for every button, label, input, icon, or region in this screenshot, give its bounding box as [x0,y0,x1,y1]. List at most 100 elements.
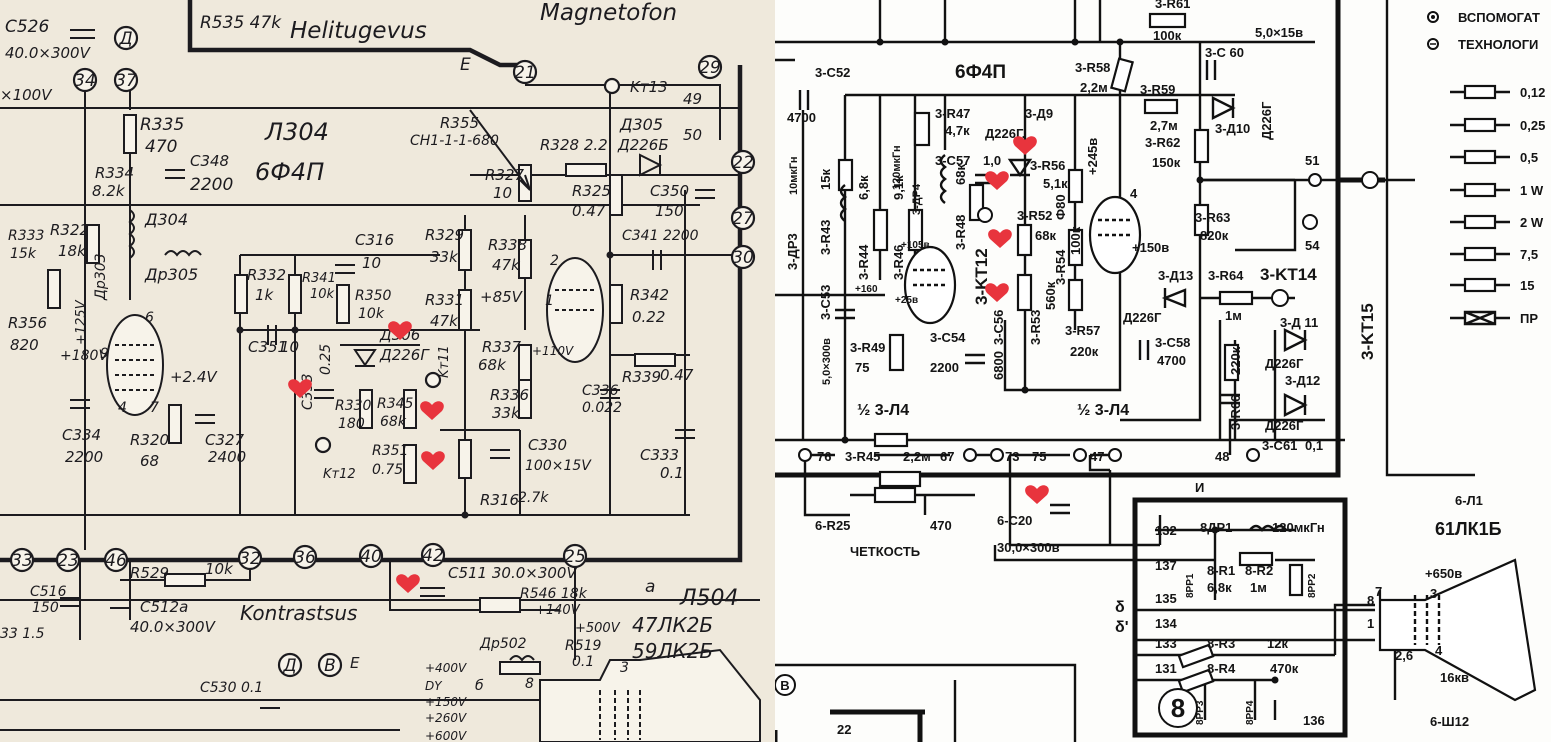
label-r337-val: 68k [478,356,507,374]
label-kt12: 3-KT12 [972,248,991,305]
r529-body [164,573,206,587]
label-kt13: Kт13 [630,78,668,96]
wire-21-right [525,84,721,140]
r342-body [609,284,623,324]
label-r63: 3-R63 [1195,210,1230,225]
wire-top-verticals [878,0,1102,42]
label-r330: R330 [335,398,372,414]
label-d305-val: Д226Б [617,136,669,154]
node-b-bottom [317,652,343,678]
node-29-label: 29 [699,58,721,78]
label-140v: +140V [535,603,581,618]
label-r336-val: 33k [492,404,521,422]
label-c530: C530 0.1 [200,680,263,696]
node-kt12 [314,436,332,454]
label-134: 134 [1155,616,1177,631]
label-r345: R345 [377,396,414,412]
label-r320-val: 68 [140,452,159,470]
label-c327: C327 [205,431,245,449]
label-kt11: Kт11 [437,345,452,378]
r44-body [872,208,889,252]
junction-dot [291,326,299,334]
label-d10: 3-Д10 [1215,121,1250,136]
label-i: И [1195,480,1204,495]
label-r47-val: 4,7к [945,123,970,138]
node-25 [562,543,588,569]
label-d12: 3-Д12 [1285,373,1320,388]
label-crt-pin1: 1 [1367,616,1374,631]
d305-symbol [639,153,663,177]
label-r48-val: 68к [953,164,968,185]
label-pin7: 7 [150,400,159,416]
label-r316-val: 2.7k [518,490,549,506]
label-137: 137 [1155,558,1177,573]
label-260v: +260V [425,711,467,725]
label-r25-val: 470 [930,518,952,533]
r328-body [565,163,607,177]
label-136: 136 [1303,713,1325,728]
wire-bottom [953,680,1077,742]
label-r59-val: 2,7м [1150,118,1178,133]
legend-label-1: ТЕХНОЛОГИ [1458,37,1538,52]
label-r33: 33 1.5 [0,626,45,642]
label-150v: +150V [425,695,467,709]
r52-body [1016,223,1033,257]
label-c348-val: 2200 [190,175,233,195]
label-x100v: ×100V [0,86,53,104]
heart-marker [288,379,312,398]
node-30-label: 30 [732,248,754,268]
label-r332-val: 1k [255,286,275,304]
node-42-label: 42 [422,546,444,566]
label-r47: 3-R47 [935,106,970,121]
label-133: 133 [1155,636,1177,651]
c348-symbol [165,169,185,179]
label-pin4: 4 [118,400,127,416]
label-c57: 3-C57 [935,153,970,168]
legend-res-15-icon [1463,277,1497,293]
c336-symbol [600,389,620,399]
label-245v: +245в [1085,138,1100,175]
heart-marker [1013,136,1037,155]
c341-symbol [652,250,662,270]
c327-symbol [195,414,215,424]
label-c333-val: 0.1 [660,464,684,482]
legend-label-2: 0,12 [1520,85,1545,100]
label-r351-val: 0.75 [372,462,403,478]
legend-label-9: ПР [1520,311,1538,326]
c333-symbol [675,429,695,439]
r345-body [403,389,417,429]
d306-symbol [353,349,377,367]
label-d305: Д305 [619,115,663,134]
label-r52: 3-R52 [1017,208,1052,223]
label-pin1: 1 [545,293,554,309]
node-kt13 [603,77,621,95]
node-51 [1308,173,1322,187]
node-kt14 [1271,289,1289,307]
label-l1: 6-Л1 [1455,493,1483,508]
r1-body [1288,563,1304,597]
label-c516: C516 [30,584,67,600]
d13-symbol [1161,288,1187,308]
label-d10-type: Д226Г [1259,101,1274,140]
label-c333: C333 [640,446,679,464]
legend-label-3: 0,25 [1520,118,1545,133]
node-d-bottom-label: Д [282,656,296,676]
r58-body [1110,57,1134,93]
label-r327-val: 10 [493,184,512,202]
label-r44-val: 6,8к [856,175,871,200]
legend-res-1-icon [1463,182,1497,198]
r63-body [1193,203,1210,237]
label-r325-val: 0.47 [572,202,606,220]
label-r356: R356 [8,314,47,332]
label-pin2: 2 [550,253,559,269]
label-tube-6f4p: 6Ф4П [955,62,1006,83]
legend-res-05-icon [1463,149,1497,165]
label-r63-val: 820к [1200,228,1229,243]
label-dr1-val: 120мкГн [1272,520,1325,535]
label-c350-val: 150 [655,202,684,220]
label-132: 132 [1155,523,1177,538]
label-c512a-val: 40.0×300V [130,618,217,636]
label-47: 47 [1090,449,1104,464]
r66-body [1223,343,1240,382]
label-r332: R332 [247,266,286,284]
